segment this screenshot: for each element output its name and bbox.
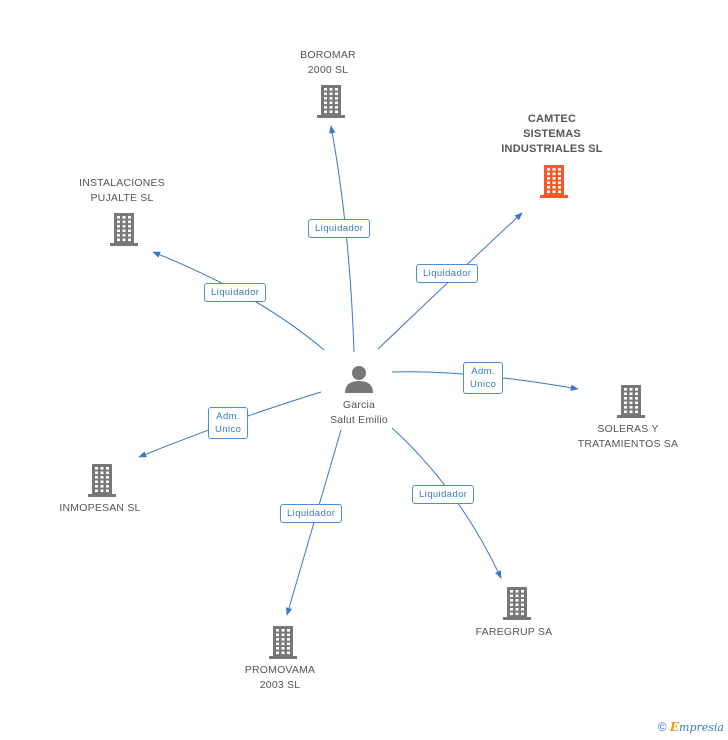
relation-text-line2: Unico [470,379,497,390]
building-icon[interactable] [109,212,139,246]
person-name-line2: Salut Emilio [330,414,388,426]
company-name-line1: SOLERAS Y [597,423,659,435]
edge-boromar [329,125,355,353]
relation-label-camtec: Liquidador [416,264,479,283]
company-name-line1: FAREGRUP SA [475,626,553,638]
person-name-line1: Garcia [342,399,376,411]
company-name-line2: PUJALTE SL [90,192,154,204]
building-icon[interactable] [616,384,646,418]
company-label-camtec[interactable]: CAMTEC SISTEMAS INDUSTRIALES SL [486,112,618,157]
relation-text: Liquidador [287,508,336,519]
relation-text-line1: Adm. [471,366,496,377]
relation-text: Liquidador [211,287,260,298]
company-name-line2: SISTEMAS [523,128,581,140]
company-label-soleras[interactable]: SOLERAS Y TRATAMIENTOS SA [568,422,688,452]
relation-text-line2: Unico [215,424,242,435]
relation-text: Liquidador [423,268,472,279]
company-label-promovama[interactable]: PROMOVAMA 2003 SL [232,663,328,693]
brand-logo-initial: E [669,720,680,734]
copyright-icon: © [657,720,667,734]
company-name-line1: INSTALACIONES [79,177,165,189]
brand-logo-text: mpresia [679,721,724,734]
relation-label-boromar: Liquidador [308,219,371,238]
building-icon[interactable] [502,586,532,620]
company-name-line1: INMOPESAN SL [59,502,141,514]
relation-label-instalaciones: Liquidador [204,283,267,302]
company-name-line1: PROMOVAMA [244,664,316,676]
person-name[interactable]: Garcia Salut Emilio [310,398,408,428]
relation-text: Liquidador [315,223,364,234]
relation-label-faregrup: Liquidador [412,485,475,504]
building-icon[interactable] [87,463,117,497]
company-name-line1: BOROMAR [300,49,356,61]
building-icon[interactable] [316,84,346,118]
company-name-line2: 2000 SL [307,64,349,76]
company-label-inmopesan[interactable]: INMOPESAN SL [50,501,150,516]
building-icon[interactable] [539,164,569,198]
relation-label-promovama: Liquidador [280,504,343,523]
relation-label-inmopesan: Adm. Unico [208,407,249,439]
footer-brand[interactable]: © Empresia [658,720,724,734]
company-label-instalaciones[interactable]: INSTALACIONES PUJALTE SL [68,176,176,206]
person-icon[interactable] [344,364,374,394]
relation-text: Liquidador [419,489,468,500]
building-icon[interactable] [268,625,298,659]
company-name-line2: 2003 SL [259,679,301,691]
company-name-line2: TRATAMIENTOS SA [577,438,679,450]
company-name-line1: CAMTEC [527,113,577,125]
relation-label-soleras: Adm. Unico [463,362,504,394]
company-label-faregrup[interactable]: FAREGRUP SA [466,625,562,640]
company-label-boromar[interactable]: BOROMAR 2000 SL [280,48,376,78]
company-name-line3: INDUSTRIALES SL [501,143,603,155]
relation-text-line1: Adm. [216,411,241,422]
